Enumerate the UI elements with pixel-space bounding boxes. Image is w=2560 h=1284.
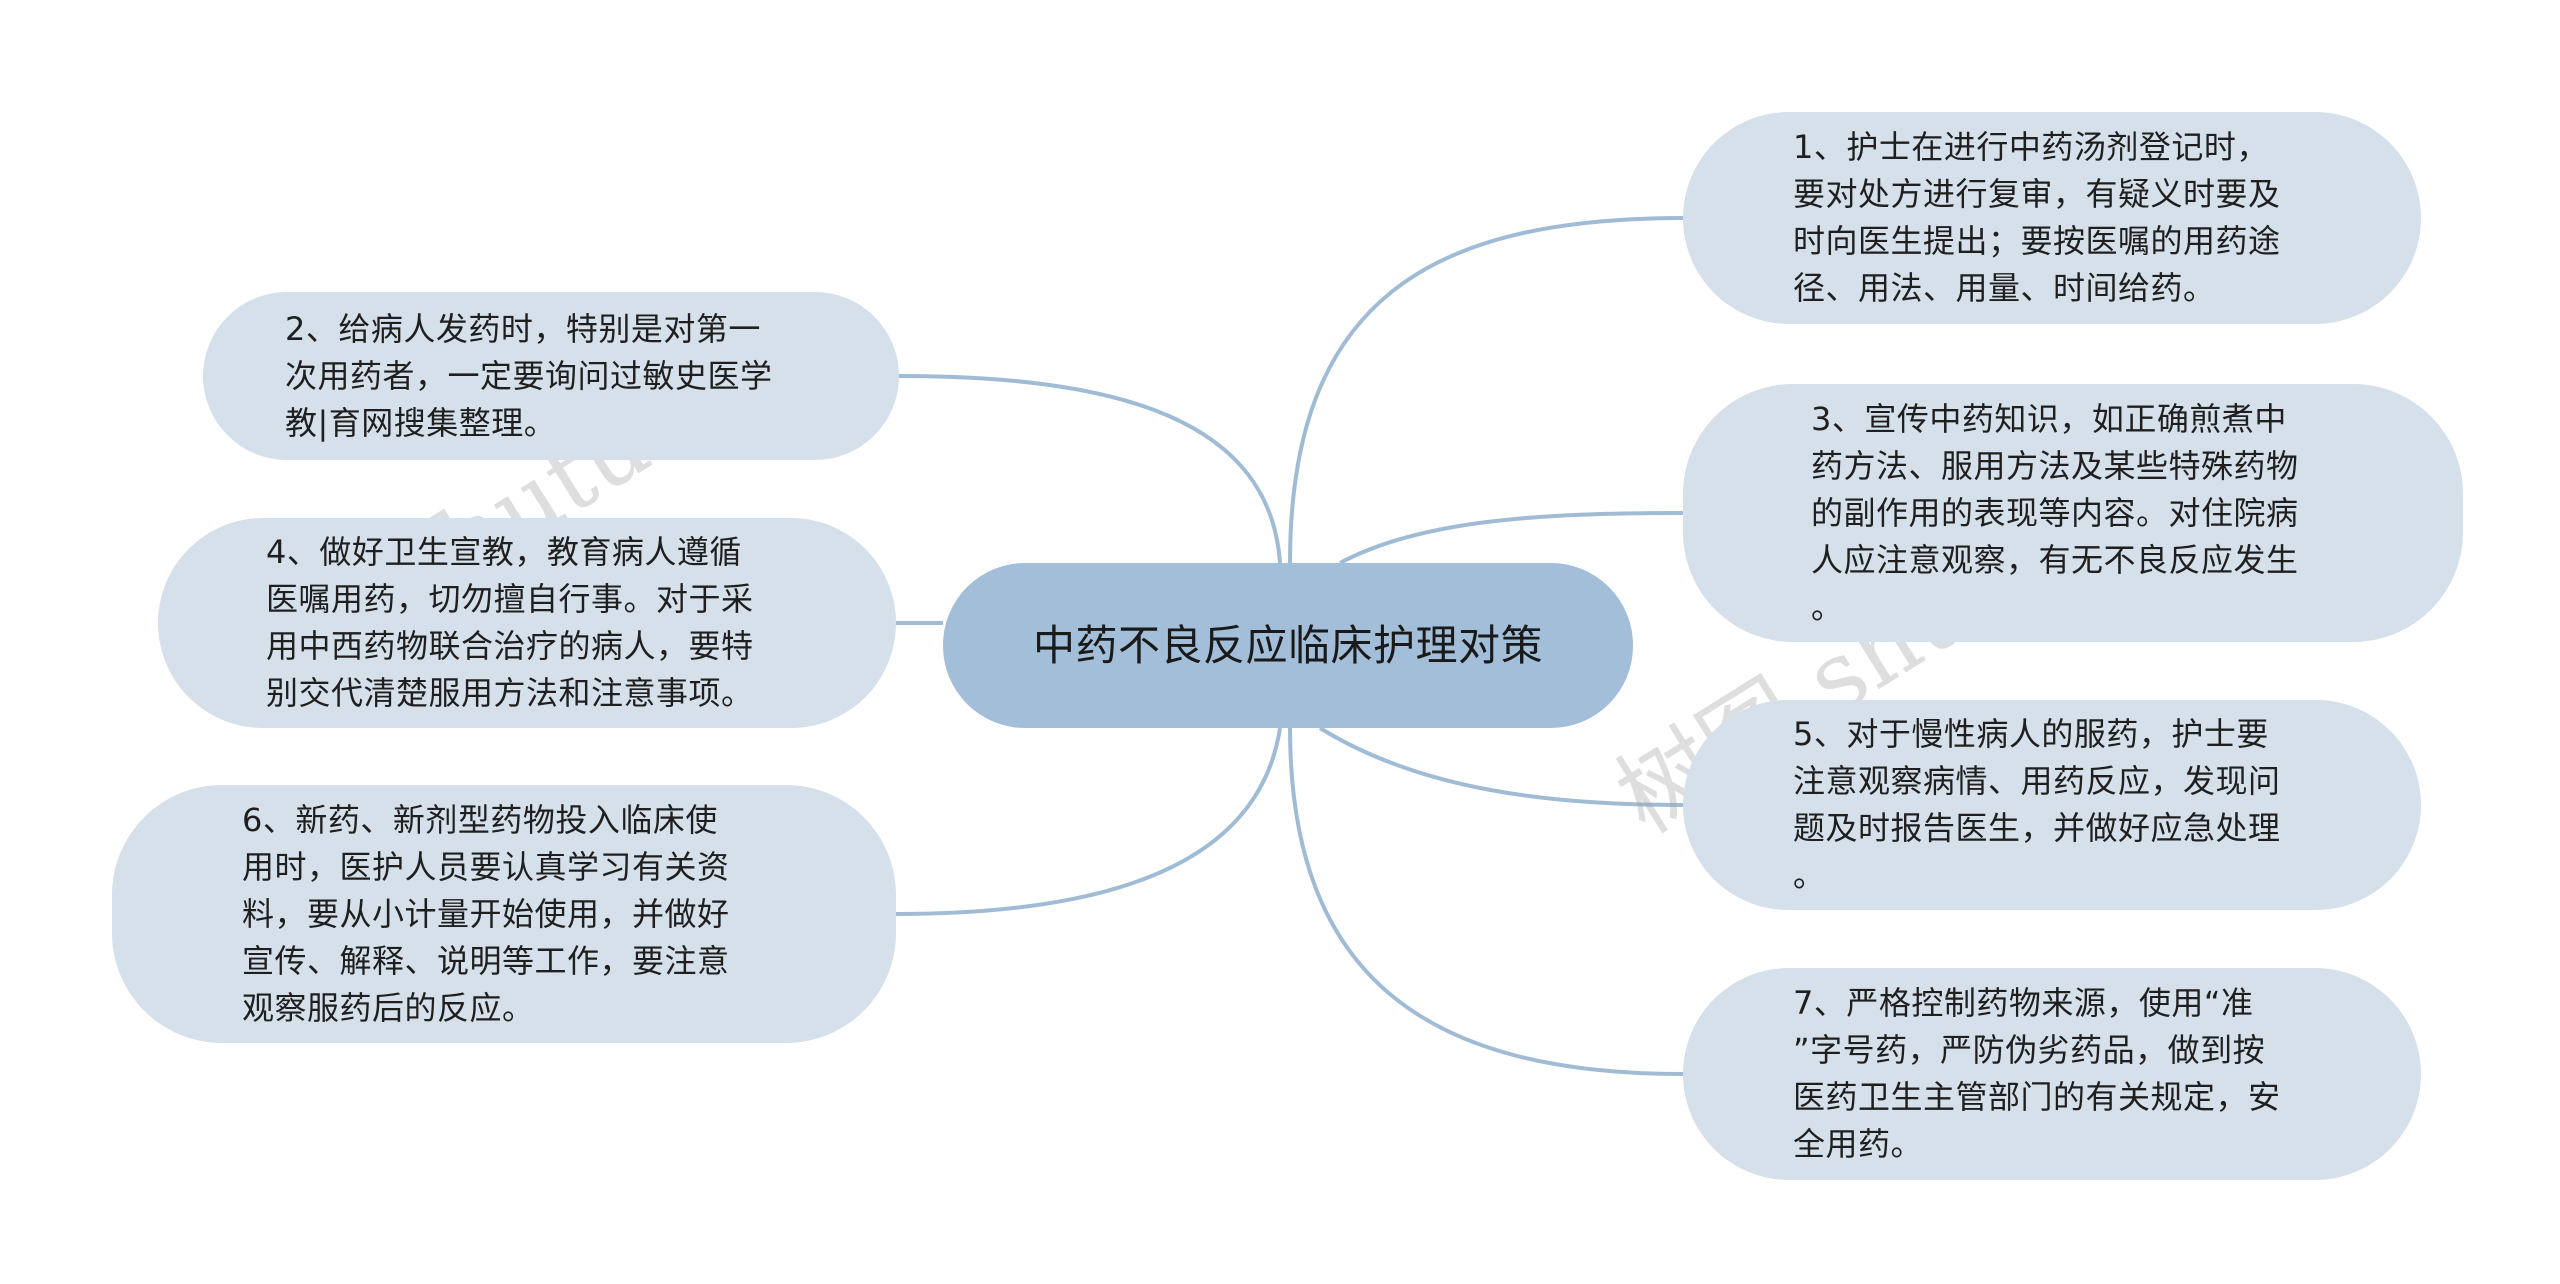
topic-node-5[interactable]: 5、对于慢性病人的服药，护士要 注意观察病情、用药反应，发现问 题及时报告医生，… xyxy=(1683,700,2421,910)
topic-node-3-text: 3、宣传中药知识，如正确煎煮中 药方法、服用方法及某些特殊药物 的副作用的表现等… xyxy=(1811,399,2299,626)
topic-node-3[interactable]: 3、宣传中药知识，如正确煎煮中 药方法、服用方法及某些特殊药物 的副作用的表现等… xyxy=(1683,384,2463,642)
topic-node-7-text: 7、严格控制药物来源，使用“准 ”字号药，严防伪劣药品，做到按 医药卫生主管部门… xyxy=(1793,984,2281,1163)
central-topic-node[interactable]: 中药不良反应临床护理对策 xyxy=(943,563,1633,728)
topic-node-4[interactable]: 4、做好卫生宣教，教育病人遵循 医嘱用药，切勿擅自行事。对于采 用中西药物联合治… xyxy=(158,518,896,728)
topic-node-4-text: 4、做好卫生宣教，教育病人遵循 医嘱用药，切勿擅自行事。对于采 用中西药物联合治… xyxy=(266,533,754,712)
topic-node-6-text: 6、新药、新剂型药物投入临床使 用时，医护人员要认真学习有关资 料，要从小计量开… xyxy=(242,800,730,1027)
topic-node-1-text: 1、护士在进行中药汤剂登记时， 要对处方进行复审，有疑义时要及 时向医生提出；要… xyxy=(1793,128,2281,307)
connector-center-to-node-5 xyxy=(1318,726,1684,807)
topic-node-2[interactable]: 2、给病人发药时，特别是对第一 次用药者，一定要询问过敏史医学 教|育网搜集整理… xyxy=(203,292,899,460)
central-topic-label: 中药不良反应临床护理对策 xyxy=(1032,620,1543,670)
connector-center-to-node-7 xyxy=(1288,727,1684,1076)
connector-center-to-node-2 xyxy=(898,374,1282,564)
topic-node-7[interactable]: 7、严格控制药物来源，使用“准 ”字号药，严防伪劣药品，做到按 医药卫生主管部门… xyxy=(1683,968,2421,1180)
topic-node-2-text: 2、给病人发药时，特别是对第一 次用药者，一定要询问过敏史医学 教|育网搜集整理… xyxy=(285,309,773,442)
connector-center-to-node-3 xyxy=(1339,511,1684,565)
topic-node-5-text: 5、对于慢性病人的服药，护士要 注意观察病情、用药反应，发现问 题及时报告医生，… xyxy=(1793,715,2281,894)
connector-center-to-node-1 xyxy=(1288,216,1684,564)
connector-center-to-node-6 xyxy=(895,727,1282,916)
topic-node-1[interactable]: 1、护士在进行中药汤剂登记时， 要对处方进行复审，有疑义时要及 时向医生提出；要… xyxy=(1683,112,2421,324)
topic-node-6[interactable]: 6、新药、新剂型药物投入临床使 用时，医护人员要认真学习有关资 料，要从小计量开… xyxy=(112,785,896,1043)
